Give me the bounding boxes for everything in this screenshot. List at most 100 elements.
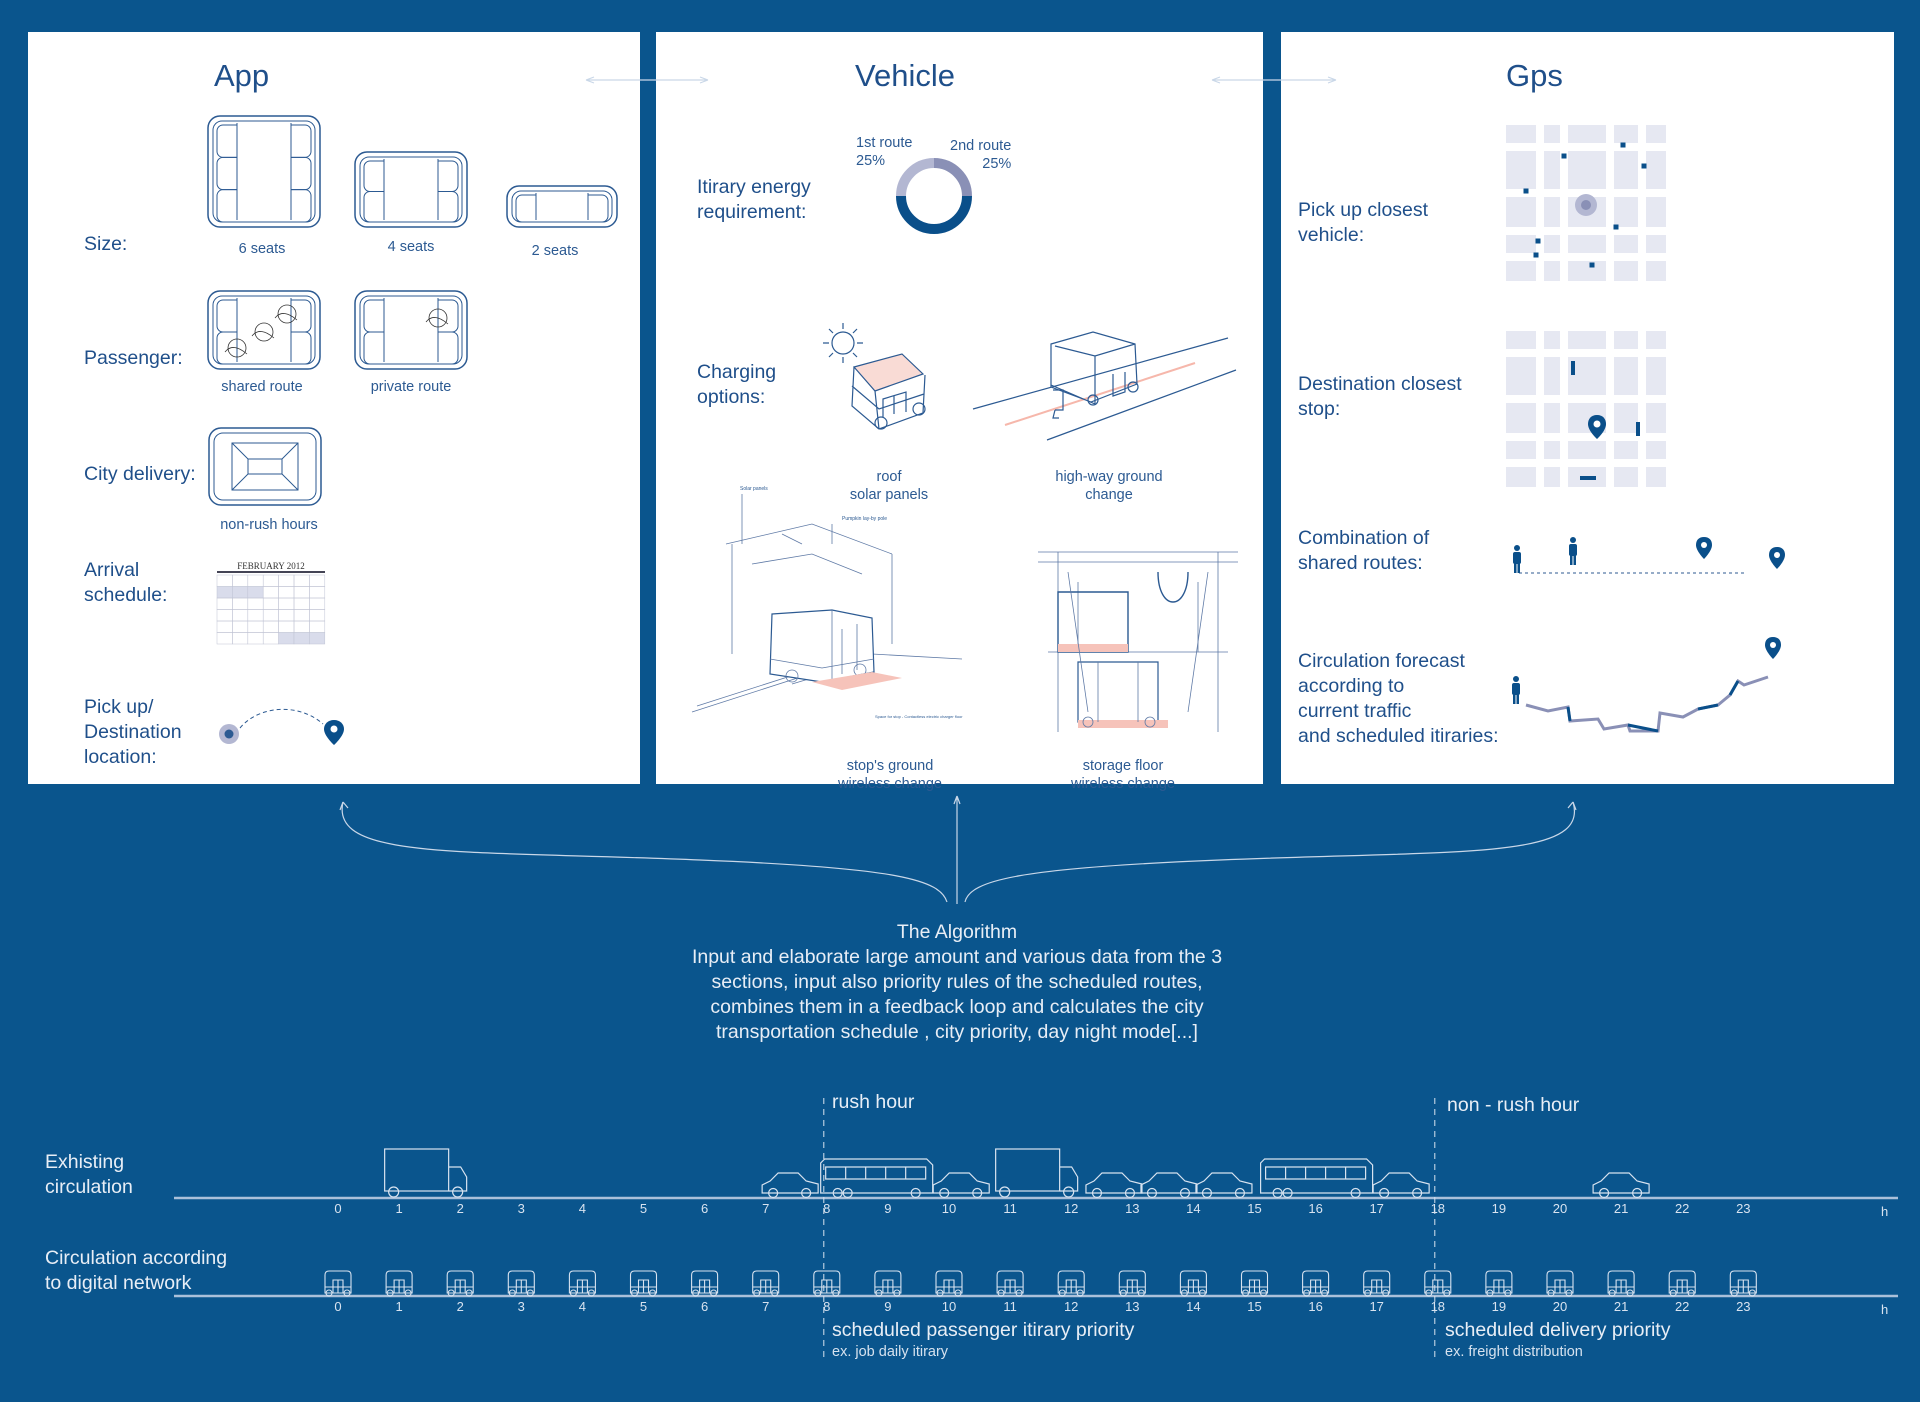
second-route-name: 2nd route xyxy=(950,138,1012,154)
vehicle-marker xyxy=(1589,262,1595,268)
autonomous-pod-icon xyxy=(691,1270,719,1297)
hour-tick-label: 17 xyxy=(1369,1299,1383,1314)
algorithm-description: The Algorithm Input and elaborate large … xyxy=(557,920,1357,1045)
autonomous-pod-icon xyxy=(813,1270,841,1297)
calendar[interactable]: FEBRUARY 2012 xyxy=(216,561,326,645)
hour-tick-label: 8 xyxy=(823,1201,830,1216)
hour-tick-label: 9 xyxy=(884,1299,891,1314)
autonomous-pod-icon xyxy=(1363,1270,1391,1297)
hour-tick-label: 18 xyxy=(1431,1299,1445,1314)
non-rush-hour-label: non - rush hour xyxy=(1447,1094,1580,1116)
connector-arrows xyxy=(339,76,1577,904)
hour-tick-label: 6 xyxy=(701,1201,708,1216)
two-seat-vehicle-icon[interactable] xyxy=(506,185,618,228)
autonomous-pod-icon xyxy=(324,1270,352,1297)
solar-roof-vehicle-illustration[interactable] xyxy=(821,317,951,447)
hour-unit-label: h xyxy=(1881,1204,1888,1219)
vehicle-marker xyxy=(1613,224,1619,230)
autonomous-pod-icon xyxy=(507,1270,535,1297)
autonomous-pod-icon xyxy=(1546,1270,1574,1297)
pickup-destination-route-icon[interactable] xyxy=(218,702,348,752)
algorithm-text: Input and elaborate large amount and var… xyxy=(691,946,1223,1043)
shared-route-caption: shared route xyxy=(221,379,303,395)
size-label: Size: xyxy=(84,233,128,255)
hour-tick-label: 23 xyxy=(1736,1201,1750,1216)
hour-tick-label: 1 xyxy=(395,1201,402,1216)
hour-tick-label: 7 xyxy=(762,1299,769,1314)
car-icon xyxy=(1085,1172,1143,1199)
hour-tick-label: 8 xyxy=(823,1299,830,1314)
hour-tick-label: 18 xyxy=(1431,1201,1445,1216)
autonomous-pod-icon xyxy=(874,1270,902,1297)
hour-tick-label: 21 xyxy=(1614,1299,1628,1314)
storage-floor-charging-sketch[interactable] xyxy=(1038,551,1238,732)
hour-tick-label: 4 xyxy=(579,1299,586,1314)
six-seats-caption: 6 seats xyxy=(238,241,286,257)
hour-tick-label: 5 xyxy=(640,1201,647,1216)
car-icon xyxy=(1372,1172,1430,1199)
hour-tick-label: 13 xyxy=(1125,1201,1139,1216)
combination-label: Combination of shared routes: xyxy=(1298,527,1430,574)
highway-charging-illustration[interactable] xyxy=(972,331,1243,452)
hour-tick-label: 11 xyxy=(1003,1299,1017,1314)
donut-segment xyxy=(933,158,972,197)
delivery-vehicle-icon[interactable] xyxy=(208,427,322,506)
shared-routes-diagram[interactable] xyxy=(1507,537,1785,587)
car-icon xyxy=(1195,1172,1253,1199)
autonomous-pod-icon xyxy=(446,1270,474,1297)
hour-tick-label: 10 xyxy=(942,1299,956,1314)
traffic-forecast-graph[interactable] xyxy=(1508,637,1788,757)
hour-tick-label: 20 xyxy=(1553,1299,1567,1314)
vehicle-marker xyxy=(1620,142,1626,148)
passenger-priority-example: ex. job daily itirary xyxy=(832,1344,949,1360)
pickup-map[interactable] xyxy=(1506,125,1666,295)
sketch-note-pole: Pumpkin lay-by pole xyxy=(842,516,887,522)
stop-ground-charging-sketch[interactable]: Solar panels Pumpkin lay-by pole Space f… xyxy=(691,484,963,724)
autonomous-pod-icon xyxy=(1424,1270,1452,1297)
hour-tick-label: 17 xyxy=(1369,1201,1383,1216)
rush-hour-label: rush hour xyxy=(832,1091,915,1113)
pickup-label: Pick up/ Destination location: xyxy=(84,696,182,768)
hour-tick-label: 0 xyxy=(334,1299,341,1314)
two-seats-caption: 2 seats xyxy=(531,243,579,259)
hour-tick-label: 19 xyxy=(1492,1201,1506,1216)
destination-map[interactable] xyxy=(1506,331,1666,501)
truck-icon xyxy=(384,1148,468,1198)
app-title: App xyxy=(214,58,270,93)
energy-donut-chart xyxy=(896,158,972,234)
six-seat-vehicle-icon[interactable] xyxy=(207,115,321,228)
destination-closest-label: Destination closest stop: xyxy=(1298,373,1462,420)
stop-ground-caption: stop's ground wireless change xyxy=(838,758,942,792)
bus-icon xyxy=(820,1158,934,1199)
algorithm-title: The Algorithm xyxy=(896,921,1018,943)
shared-route-icon[interactable] xyxy=(207,290,321,370)
pickup-closest-label: Pick up closest vehicle: xyxy=(1298,199,1429,246)
hour-tick-label: 6 xyxy=(701,1299,708,1314)
car-icon xyxy=(1140,1172,1198,1199)
hour-tick-label: 2 xyxy=(457,1299,464,1314)
truck-icon xyxy=(995,1148,1079,1198)
autonomous-pod-icon xyxy=(1729,1270,1757,1297)
bus-icon xyxy=(1260,1158,1374,1199)
autonomous-pod-icon xyxy=(385,1270,413,1297)
private-route-icon[interactable] xyxy=(354,290,468,370)
hour-unit-label: h xyxy=(1881,1302,1888,1317)
hour-tick-label: 14 xyxy=(1186,1299,1200,1314)
four-seat-vehicle-icon[interactable] xyxy=(354,151,468,228)
app-panel: App Size: 6 seats 4 seats 2 seats Passen… xyxy=(28,32,640,784)
hour-tick-label: 19 xyxy=(1492,1299,1506,1314)
vehicle-marker xyxy=(1523,188,1529,194)
digital-circulation-label: Circulation according to digital network xyxy=(45,1247,228,1294)
first-route-name: 1st route xyxy=(856,135,913,151)
autonomous-pod-icon xyxy=(1668,1270,1696,1297)
vehicle-marker xyxy=(1641,163,1647,169)
car-icon xyxy=(761,1172,819,1199)
autonomous-pod-icon xyxy=(1302,1270,1330,1297)
hour-tick-label: 9 xyxy=(884,1201,891,1216)
autonomous-pod-icon xyxy=(1240,1270,1269,1297)
car-icon xyxy=(1592,1172,1650,1199)
gps-panel: Gps Pick up closest vehicle: Destination… xyxy=(1281,32,1894,784)
autonomous-pod-icon xyxy=(1057,1270,1085,1297)
hour-tick-label: 5 xyxy=(640,1299,647,1314)
